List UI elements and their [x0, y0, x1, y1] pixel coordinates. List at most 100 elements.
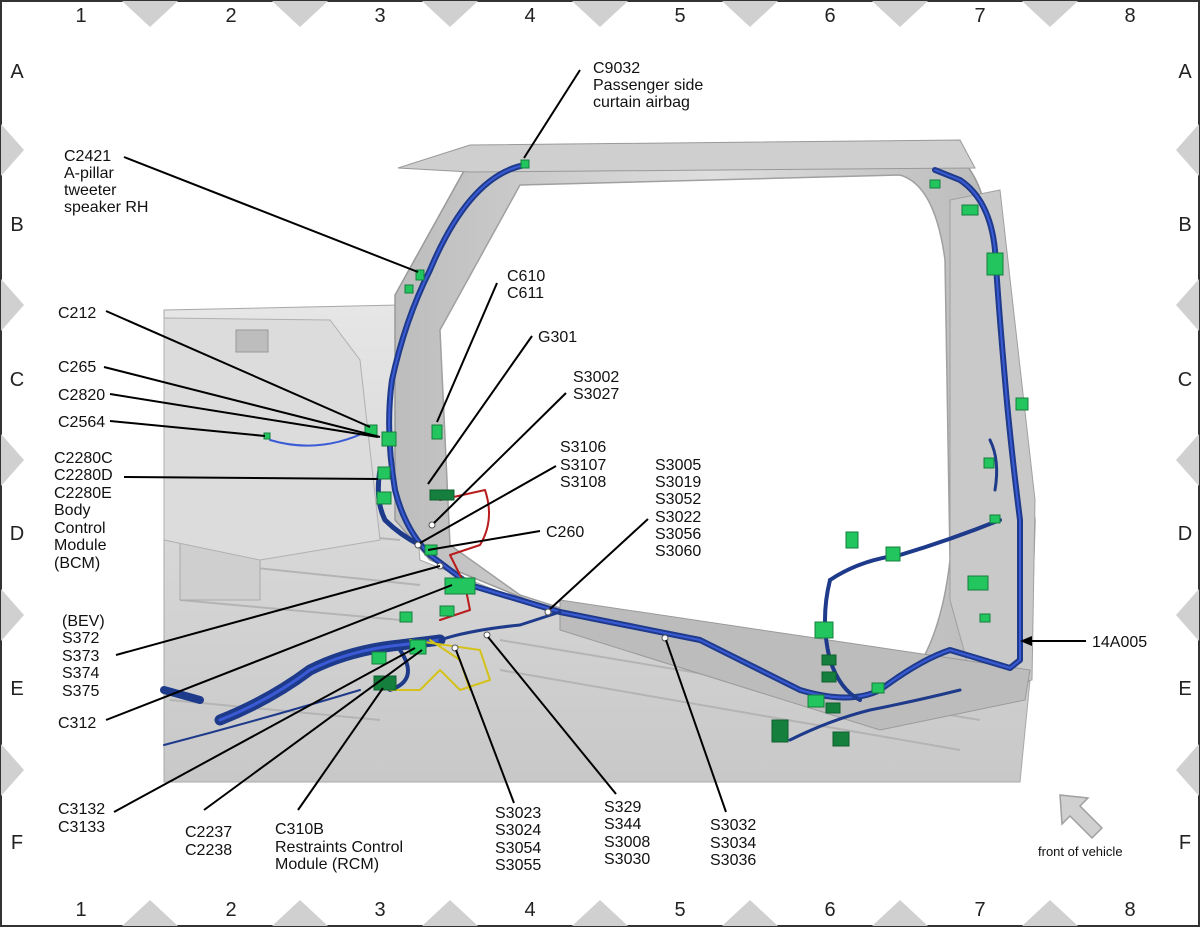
- connector: [377, 466, 391, 480]
- callout-c3132: C3132 C3133: [58, 801, 110, 836]
- callout-line: S3060: [655, 543, 701, 560]
- callout-line: S374: [62, 665, 99, 682]
- leader-arrowhead: [1020, 636, 1032, 646]
- callout-line: speaker RH: [64, 199, 148, 216]
- grid-marker: [1022, 1, 1078, 27]
- grid-col-label: 8: [1124, 899, 1135, 921]
- connector: [1015, 397, 1029, 411]
- callout-line: Body: [54, 502, 90, 519]
- grid-marker: [1, 744, 24, 796]
- callout-line: Module: [54, 537, 107, 554]
- callout-s3002: S3002 S3027: [573, 369, 624, 403]
- connector: [832, 731, 850, 747]
- callout-s329: S329 S344 S3008 S3030: [604, 799, 655, 868]
- callout-line: C2238: [185, 842, 232, 859]
- leader-c610: [436, 282, 498, 423]
- leader-s3002: [433, 392, 567, 524]
- callout-c310b-rcm: C310B Restraints Control Module (RCM): [275, 821, 408, 873]
- grid-col-label: 1: [75, 5, 86, 27]
- callout-line: C212: [58, 305, 96, 322]
- callout-c212: C212: [58, 305, 96, 322]
- splice-point: [451, 644, 459, 652]
- connector: [381, 431, 397, 447]
- rear-cab-panel: [163, 317, 381, 561]
- grid-row-label: A: [10, 61, 24, 83]
- callout-line: (BEV): [62, 613, 105, 630]
- grid-col-label: 7: [974, 899, 985, 921]
- callout-g301: G301: [538, 329, 577, 346]
- connector: [404, 284, 414, 294]
- grid-marker: [722, 900, 778, 926]
- grid-col-label: 3: [374, 5, 385, 27]
- branch-wire: [788, 688, 962, 742]
- callout-line: C9032: [593, 60, 640, 77]
- connector: [415, 269, 425, 281]
- callout-line: C3133: [58, 819, 105, 836]
- grid-marker: [1176, 744, 1199, 796]
- grid-column-labels-bottom: 1 2 3 4 5 6 7 8: [75, 899, 1135, 921]
- callout-line: S3056: [655, 526, 701, 543]
- connector: [821, 671, 837, 683]
- grid-row-label: C: [10, 369, 24, 391]
- callout-line: C2820: [58, 387, 105, 404]
- callout-line: Module (RCM): [275, 856, 379, 873]
- floor-wire: [163, 689, 361, 746]
- grid-marker: [1176, 434, 1199, 486]
- callout-line: Restraints Control: [275, 839, 403, 856]
- connector: [429, 489, 455, 501]
- grid-row-label: A: [1178, 61, 1192, 83]
- grid-marker: [1, 589, 24, 641]
- grid-marker: [722, 1, 778, 27]
- callout-line: S3024: [495, 822, 541, 839]
- console-wire: [438, 610, 562, 642]
- connector: [979, 613, 991, 623]
- callout-line: S375: [62, 683, 99, 700]
- callout-line: C265: [58, 359, 96, 376]
- grid-marker: [422, 1, 478, 27]
- callout-line: C310B: [275, 821, 324, 838]
- callout-c312: C312: [58, 715, 96, 732]
- leader-c265: [103, 366, 381, 438]
- callout-line: C2237: [185, 824, 232, 841]
- leader-s329: [487, 636, 617, 795]
- wiring-harness: [160, 162, 1023, 746]
- connector: [983, 457, 995, 469]
- callout-line: S372: [62, 630, 99, 647]
- front-of-vehicle-label: front of vehicle: [1038, 844, 1123, 859]
- callout-line: S3054: [495, 840, 541, 857]
- branch-wire: [988, 438, 999, 492]
- yellow-wire: [389, 639, 491, 691]
- grid-marker: [872, 1, 928, 27]
- callout-line: S3022: [655, 509, 701, 526]
- callout-line: tweeter: [64, 182, 117, 199]
- leader-c312: [105, 584, 453, 721]
- callout-line: S3032: [710, 817, 756, 834]
- leader-g301: [427, 335, 533, 485]
- callout-line: S329: [604, 799, 641, 816]
- grid-marker: [1022, 900, 1078, 926]
- floor-harness-highlight: [218, 638, 442, 722]
- connector: [814, 621, 834, 639]
- grid-marker: [1, 434, 24, 486]
- leader-c2280: [123, 476, 379, 480]
- leader-bev: [115, 565, 441, 656]
- callout-c9032: C9032 Passenger side curtain airbag: [593, 60, 708, 111]
- splice-point: [544, 608, 552, 616]
- connector: [431, 424, 443, 440]
- callout-c2564: C2564: [58, 414, 105, 431]
- callout-labels: C9032 Passenger side curtain airbag C242…: [54, 60, 1147, 874]
- leader-c310b: [297, 687, 384, 811]
- grid-col-label: 6: [824, 5, 835, 27]
- grid-row-labels-left: A B C D E F: [10, 61, 25, 854]
- grid-marker: [572, 900, 628, 926]
- callout-line: S3002: [573, 369, 619, 386]
- callout-s3032: S3032 S3034 S3036: [710, 817, 761, 869]
- connector: [376, 491, 392, 505]
- callout-line: S344: [604, 816, 641, 833]
- connector: [989, 514, 1001, 524]
- grid-row-labels-right: A B C D E F: [1178, 61, 1193, 854]
- connector: [845, 531, 859, 549]
- callout-line: C260: [546, 524, 584, 541]
- callout-line: S3108: [560, 474, 606, 491]
